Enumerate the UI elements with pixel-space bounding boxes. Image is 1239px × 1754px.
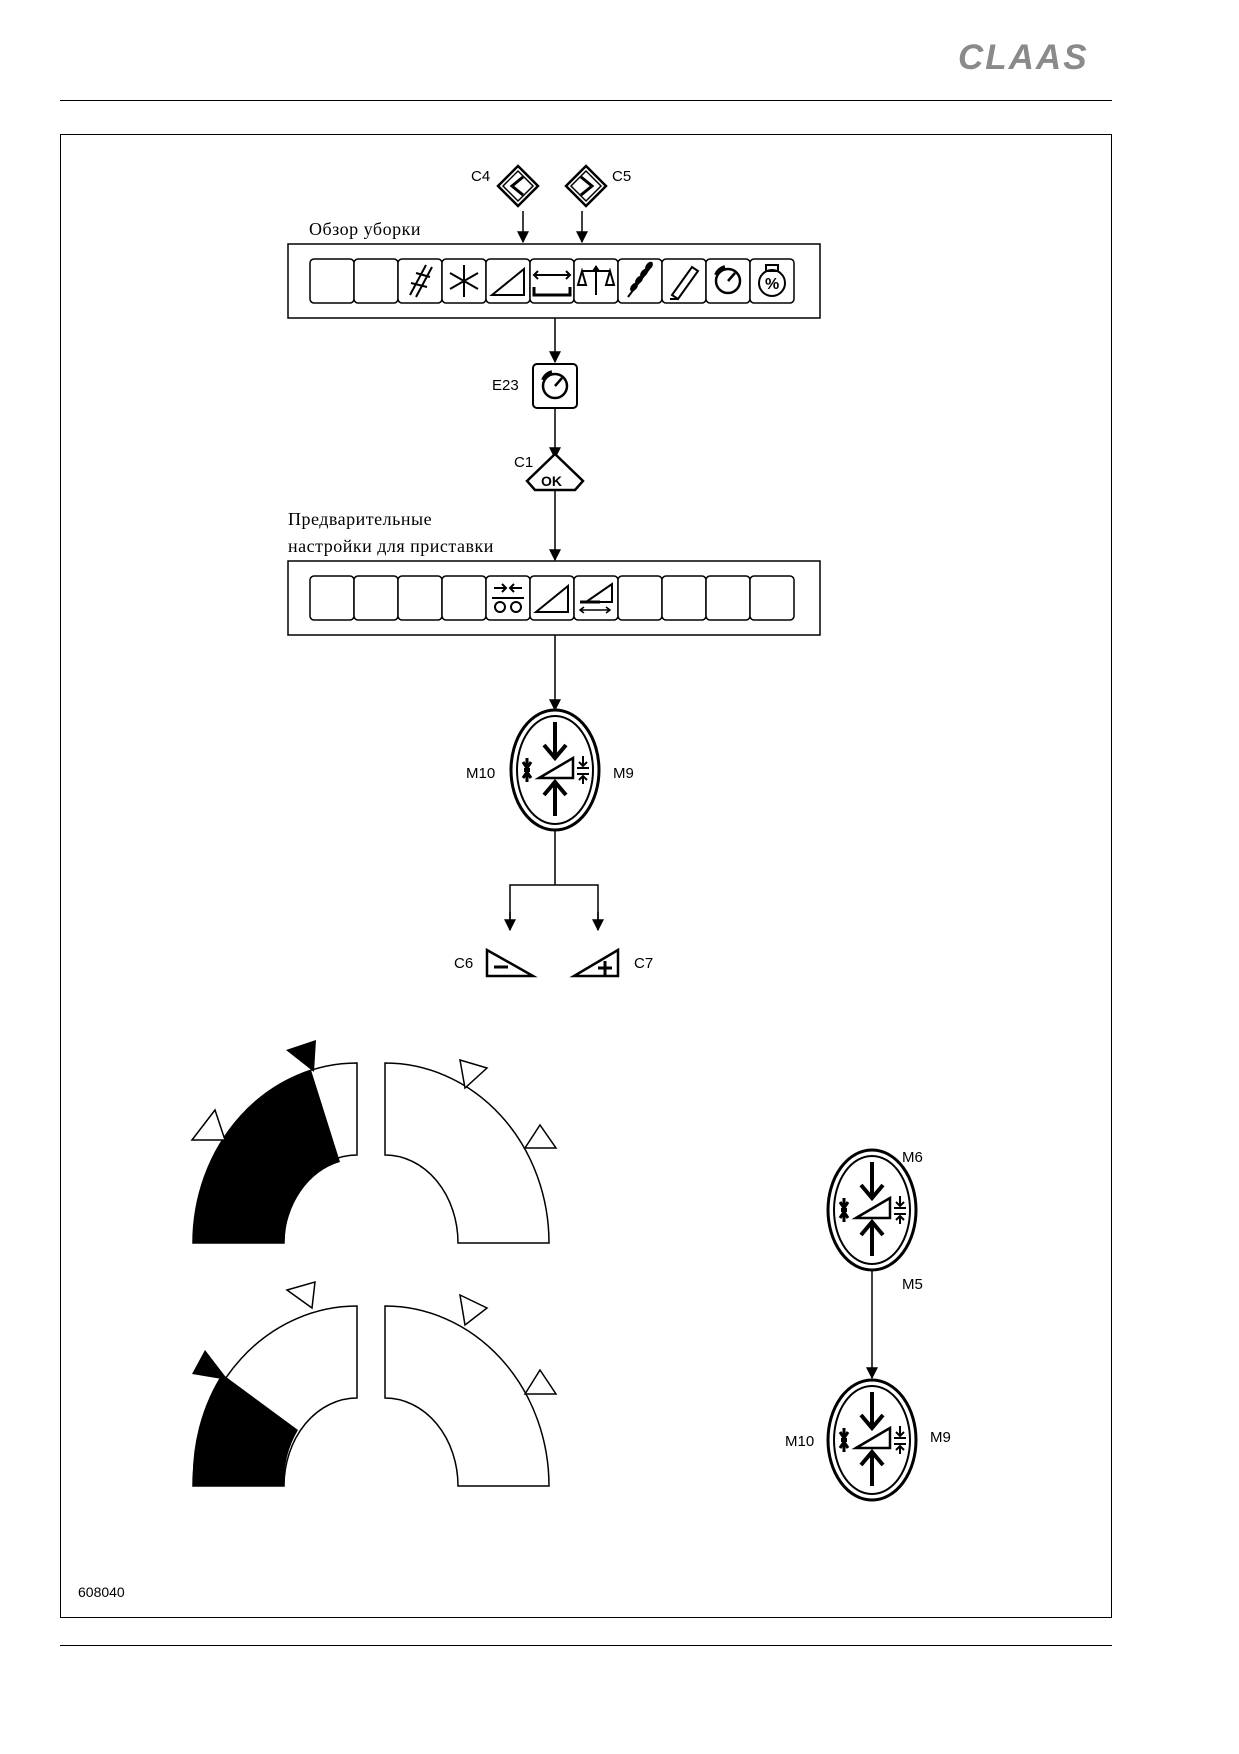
percent-icon: % <box>758 264 786 297</box>
m6-m5-rocker-button[interactable] <box>826 1148 918 1272</box>
grain-icon <box>627 261 653 298</box>
c7-plus-key[interactable] <box>569 947 620 978</box>
menu-cell-empty <box>617 575 663 621</box>
menu-cell-empty <box>397 575 443 621</box>
marker-triangle-icon <box>190 1108 227 1141</box>
width-ruler-icon <box>532 270 572 297</box>
m10-m9-rocker-button[interactable] <box>826 1378 918 1502</box>
gauge-icon <box>714 265 742 295</box>
m10-label-right: M10 <box>785 1433 814 1450</box>
header-strip-icon <box>409 264 433 298</box>
marker-triangle-icon <box>285 1280 316 1310</box>
e23-gauge-key[interactable] <box>532 363 578 409</box>
bottom-rule <box>60 1645 1112 1646</box>
gauge-display-lower-right <box>384 1293 558 1487</box>
asterisk-icon <box>449 265 479 297</box>
c5-label: C5 <box>612 168 631 185</box>
c4-label: C4 <box>471 168 490 185</box>
m9-label-right: M9 <box>930 1429 951 1446</box>
menu-cell-percent-icon: % <box>749 258 795 304</box>
menu-cell-header-ramp-icon <box>485 258 531 304</box>
m-rocker-button[interactable] <box>509 708 601 832</box>
menu-cell-empty <box>353 575 399 621</box>
menu2-bar <box>287 560 821 636</box>
figure-frame <box>60 134 1112 1618</box>
menu-cell-header-strip-icon <box>397 258 443 304</box>
header-ramp-width-icon <box>578 582 613 614</box>
menu-cell-spacing-icon <box>485 575 531 621</box>
header-ramp-icon <box>489 266 525 296</box>
header-ramp-icon <box>533 583 569 613</box>
e23-label: E23 <box>492 377 519 394</box>
menu-cell-empty <box>705 575 751 621</box>
menu-cell-empty <box>309 258 355 304</box>
gauge-icon <box>541 372 569 400</box>
claas-logo: CLAAS <box>958 38 1089 77</box>
gauge-display-upper-left <box>190 1040 358 1244</box>
c1-label: C1 <box>514 454 533 471</box>
menu-cell-empty <box>353 258 399 304</box>
gauge-display-upper-right <box>384 1058 558 1244</box>
svg-text:%: % <box>765 276 779 293</box>
menu-cell-scale-icon <box>573 258 619 304</box>
gauge-display-lower-left <box>192 1280 358 1487</box>
m9-label: M9 <box>613 765 634 782</box>
marker-triangle-icon <box>523 1368 558 1395</box>
marker-triangle-icon <box>286 1040 316 1072</box>
plus-icon <box>598 961 612 975</box>
menu-cell-header-ramp-icon <box>529 575 575 621</box>
menu-cell-width-ruler-icon <box>529 258 575 304</box>
chevron-left-icon <box>509 175 524 197</box>
figure-number: 608040 <box>78 1584 125 1600</box>
marker-triangle-icon <box>459 1058 489 1090</box>
menu2-title-line2: настройки для приставки <box>288 536 494 556</box>
menu-cell-pencil-icon <box>661 258 707 304</box>
marker-triangle-icon <box>523 1123 558 1149</box>
m10-label: M10 <box>466 765 495 782</box>
menu-cell-asterisk-icon <box>441 258 487 304</box>
menu-cell-empty <box>749 575 795 621</box>
marker-triangle-icon <box>192 1350 228 1380</box>
menu-cell-empty <box>441 575 487 621</box>
scale-icon <box>576 265 616 295</box>
c5-right-key[interactable] <box>564 164 608 208</box>
m5-label: M5 <box>902 1276 923 1293</box>
menu1-title: Обзор уборки <box>309 219 421 239</box>
menu1-bar: % <box>287 243 821 319</box>
ok-label: OK <box>541 473 562 489</box>
menu-cell-header-ramp-width-icon <box>573 575 619 621</box>
pencil-icon <box>670 265 700 301</box>
c7-label: C7 <box>634 955 653 972</box>
menu-cell-empty <box>309 575 355 621</box>
m6-label: M6 <box>902 1149 923 1166</box>
menu-cell-gauge-icon <box>705 258 751 304</box>
c4-left-key[interactable] <box>496 164 540 208</box>
top-rule <box>60 100 1112 101</box>
menu2-title-line1: Предварительные <box>288 509 432 529</box>
menu-cell-empty <box>661 575 707 621</box>
spacing-icon <box>492 583 524 613</box>
menu-cell-grain-icon <box>617 258 663 304</box>
c6-label: C6 <box>454 955 473 972</box>
chevron-right-icon <box>580 175 595 197</box>
c1-ok-key[interactable]: OK <box>525 452 585 492</box>
c6-minus-key[interactable] <box>485 947 538 978</box>
marker-triangle-icon <box>459 1293 489 1327</box>
